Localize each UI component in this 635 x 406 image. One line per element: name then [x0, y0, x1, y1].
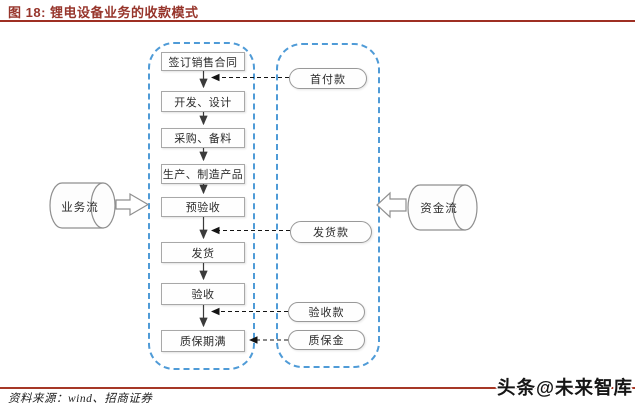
business-flow-label: 业务流	[61, 202, 99, 214]
process-step-production: 生产、制造产品	[161, 164, 245, 184]
business-flow-block-arrow-right-icon	[115, 192, 150, 217]
figure-title: 图 18: 锂电设备业务的收款模式	[8, 5, 199, 20]
payment-pill-acceptance-payment: 验收款	[288, 302, 365, 322]
source-note: 资料来源：wind、招商证券	[8, 393, 153, 405]
process-step-develop-design: 开发、设计	[161, 91, 245, 112]
payment-pill-warranty-deposit: 质保金	[288, 330, 365, 350]
capital-flow-label: 资金流	[420, 203, 458, 215]
process-step-sign-contract: 签订销售合同	[161, 52, 245, 71]
process-step-procurement: 采购、备料	[161, 128, 245, 148]
process-step-shipment: 发货	[161, 242, 245, 263]
title-underline	[0, 20, 635, 22]
process-step-acceptance: 验收	[161, 283, 245, 305]
payment-pill-shipment-payment: 发货款	[290, 221, 372, 243]
payment-pill-down-payment: 首付款	[289, 68, 367, 89]
process-step-pre-acceptance: 预验收	[161, 197, 245, 217]
watermark: 头条@未来智库	[496, 377, 633, 398]
process-step-warranty-expiry: 质保期满	[161, 330, 245, 352]
footer-divider	[0, 387, 635, 389]
capital-flow-block-arrow-left-icon	[376, 191, 407, 219]
